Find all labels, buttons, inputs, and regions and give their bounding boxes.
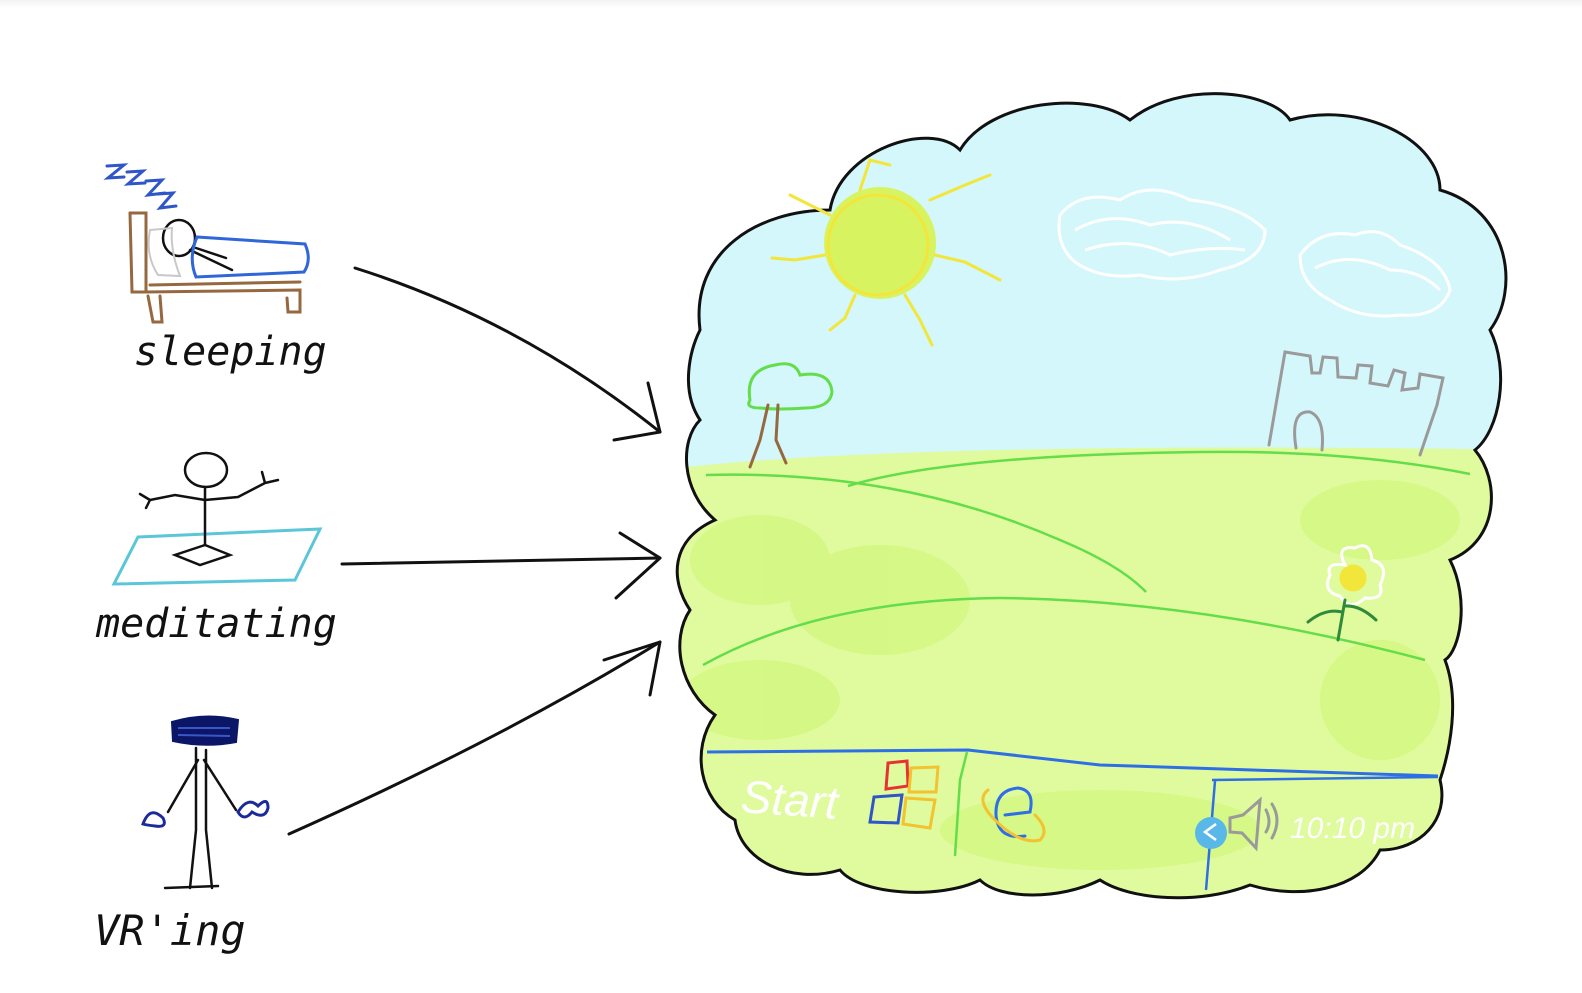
cloud-outline bbox=[675, 92, 1508, 900]
taskbar: Start 10:10 pm bbox=[706, 748, 1439, 891]
label-sleeping: sleeping bbox=[134, 329, 327, 375]
hill-lines bbox=[702, 450, 1471, 667]
dream-cloud: Start 10:10 pm bbox=[675, 92, 1508, 900]
grass-patches bbox=[680, 480, 1460, 870]
meditator-icon bbox=[138, 451, 280, 567]
tree-icon bbox=[747, 362, 834, 469]
zzz-icon bbox=[103, 163, 178, 210]
vr-figure: VR'ing bbox=[94, 715, 270, 955]
sun-icon bbox=[770, 158, 1002, 347]
taskbar-clock: 10:10 pm bbox=[1290, 812, 1415, 845]
bed-icon bbox=[128, 211, 302, 324]
vr-controller-icons bbox=[141, 800, 270, 828]
sleeper-icon bbox=[161, 218, 234, 272]
taskbar-divider bbox=[953, 751, 969, 857]
arrow-meditating bbox=[340, 531, 662, 600]
windows-logo-icon bbox=[868, 759, 940, 830]
taskbar-top-line bbox=[706, 748, 1439, 778]
speaker-icon[interactable] bbox=[1228, 796, 1279, 852]
blanket-icon bbox=[190, 235, 310, 279]
cloud-icon-left bbox=[1057, 188, 1267, 281]
arrow-vring bbox=[287, 640, 662, 836]
top-edge-shadow bbox=[0, 0, 1582, 8]
label-meditating: meditating bbox=[95, 601, 337, 647]
tray-expand-icon[interactable] bbox=[1195, 817, 1227, 849]
label-vring: VR'ing bbox=[94, 906, 246, 955]
sleeping-figure: sleeping bbox=[103, 163, 327, 375]
internet-explorer-icon[interactable] bbox=[981, 786, 1046, 843]
vr-headset-icon bbox=[170, 715, 240, 746]
grass-field bbox=[677, 447, 1506, 898]
castle-icon bbox=[1267, 350, 1445, 457]
arrow-sleeping bbox=[353, 266, 662, 442]
start-button[interactable]: Start bbox=[739, 770, 842, 829]
vr-user-icon bbox=[163, 746, 238, 890]
pillow-icon bbox=[147, 226, 182, 278]
flower-icon bbox=[1306, 544, 1386, 642]
yoga-mat-icon bbox=[111, 527, 323, 586]
meditating-figure: meditating bbox=[95, 451, 337, 647]
cloud-icon-right bbox=[1298, 230, 1452, 318]
